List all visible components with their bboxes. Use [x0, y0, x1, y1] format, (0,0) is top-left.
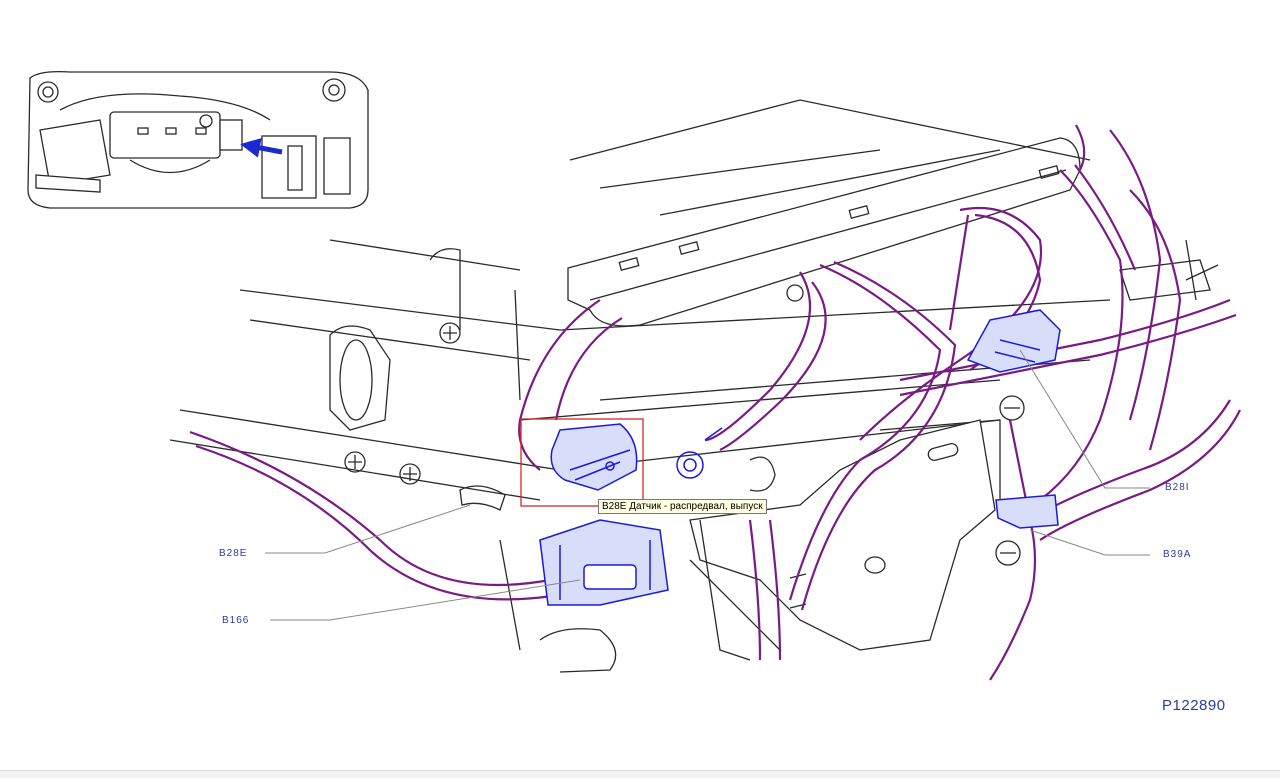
arrow-icon: [240, 138, 283, 158]
connector-b28e: [550, 423, 638, 491]
callout-b39a: B39A: [1163, 549, 1192, 560]
highlight-box: [520, 418, 644, 507]
connector-b39a: [995, 494, 1059, 529]
bottom-border: [0, 770, 1280, 778]
connector-b166: [539, 519, 669, 606]
callout-b28e: B28E: [219, 548, 248, 559]
wiring-harness: [189, 124, 1241, 681]
hover-tooltip: B28E Датчик - распредвал, выпуск: [598, 499, 767, 514]
callout-b166: B166: [222, 615, 250, 626]
connectors: [539, 309, 1061, 606]
leader-lines: [265, 349, 1150, 621]
callout-b28i: B28I: [1165, 482, 1190, 493]
figure-reference: P122890: [1162, 697, 1226, 714]
connector-b28i: [966, 309, 1061, 373]
inset-detail-view: [27, 70, 369, 209]
